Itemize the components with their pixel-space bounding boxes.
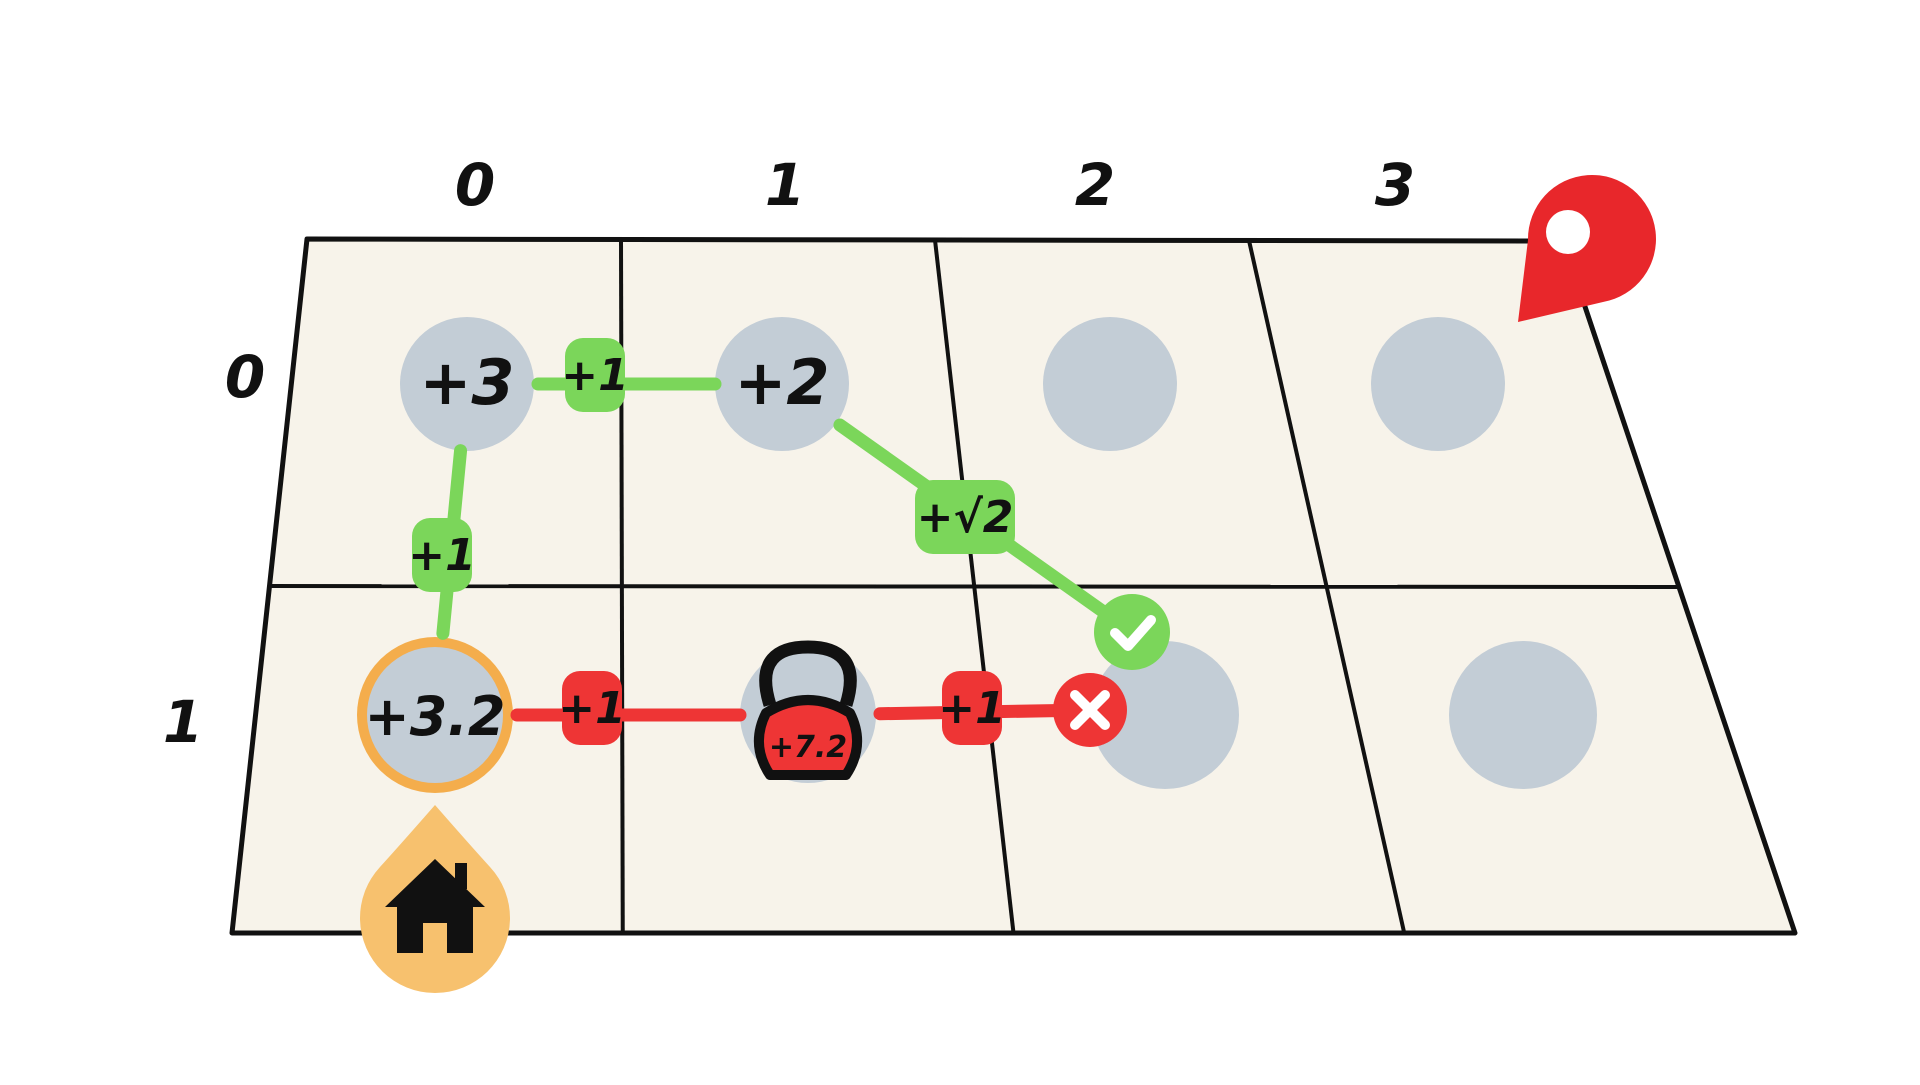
map-pin [1518,174,1656,322]
column-header: 3 [1375,151,1415,219]
grid-node [400,317,534,451]
node-cost-label: +2 [734,346,829,419]
node-cost-label: +3.2 [365,685,506,748]
edge-cost-badge [565,338,625,412]
edge-cost-label: +1 [561,350,628,401]
close-icon [1053,673,1127,747]
edge-cost-badge [562,671,622,745]
row-header: 1 [163,688,203,756]
map-pin-hole [1546,210,1590,254]
edge-cost-badge [412,518,472,592]
check-icon [1094,594,1170,670]
edge-cost-label: +1 [408,530,475,581]
grid-line-horizontal [269,584,1680,589]
grid-node [715,317,849,451]
edge-cost-label: +1 [938,683,1005,734]
row-header: 0 [225,343,265,411]
house-chimney [455,863,467,889]
weight-cost-label: +7.2 [769,730,847,765]
edge-cost-badge [915,480,1015,554]
column-header: 1 [765,151,805,219]
edge-cost-badge [942,671,1002,745]
grid-node [1371,317,1505,451]
edge-cost-label: +1 [558,683,625,734]
home-icon [360,805,511,993]
grid-node [1043,317,1177,451]
grid-node [1449,641,1597,789]
node-cost-label: +3 [419,346,514,419]
grid-node [367,647,503,783]
edge-cost-label: +√2 [917,492,1014,543]
house-glyph [385,859,485,953]
grid-node [1091,641,1239,789]
map-pin-icon [1518,174,1656,322]
column-header: 2 [1075,151,1115,219]
column-header: 0 [455,151,495,219]
kettlebell-icon: +7.2 [753,640,863,780]
